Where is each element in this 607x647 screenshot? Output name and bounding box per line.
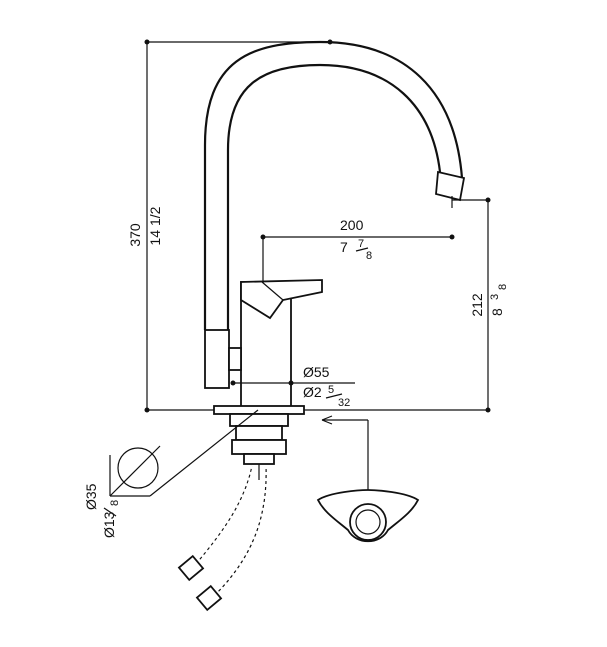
spout: [203, 40, 466, 330]
svg-text:7: 7: [358, 238, 364, 250]
svg-text:7: 7: [340, 239, 348, 255]
svg-text:8: 8: [109, 500, 121, 506]
svg-text:5: 5: [328, 384, 334, 396]
hole-diameter-inch-label: Ø13 8: [101, 500, 121, 538]
mounting-bracket-detail: [316, 415, 420, 543]
reach-inch-label: 7 7 8: [340, 238, 372, 262]
base-diameter-mm-label: Ø55: [303, 364, 330, 380]
svg-text:3: 3: [489, 294, 501, 300]
hole-diameter-mm-label: Ø35: [83, 483, 99, 510]
svg-text:8: 8: [489, 308, 505, 316]
spout-height-mm-label: 212: [469, 293, 485, 317]
svg-text:14: 14: [147, 230, 163, 246]
base-diameter-inch-label: Ø2 5 32: [303, 384, 350, 409]
reach-mm-label: 200: [340, 217, 364, 233]
svg-text:Ø13: Ø13: [101, 511, 117, 538]
svg-text:8: 8: [497, 284, 509, 290]
spout-height-inch-label: 8 3 8: [489, 284, 509, 316]
reach-dimension: 200 7 7 8: [260, 217, 455, 283]
svg-text:8: 8: [366, 250, 372, 262]
svg-text:1/2: 1/2: [147, 206, 163, 226]
height-inch-label: 14 1/2: [147, 206, 163, 245]
base-diameter-dimension: Ø55 Ø2 5 32: [230, 364, 355, 409]
hole-diameter-detail: Ø35 Ø13 8: [83, 409, 259, 538]
spout-height-dimension: 212 8 3 8: [452, 197, 509, 410]
flexible-hoses: [177, 465, 269, 612]
faucet-body: [204, 279, 323, 480]
svg-text:32: 32: [338, 397, 350, 409]
height-mm-label: 370: [127, 223, 143, 247]
svg-text:Ø2: Ø2: [303, 384, 322, 400]
